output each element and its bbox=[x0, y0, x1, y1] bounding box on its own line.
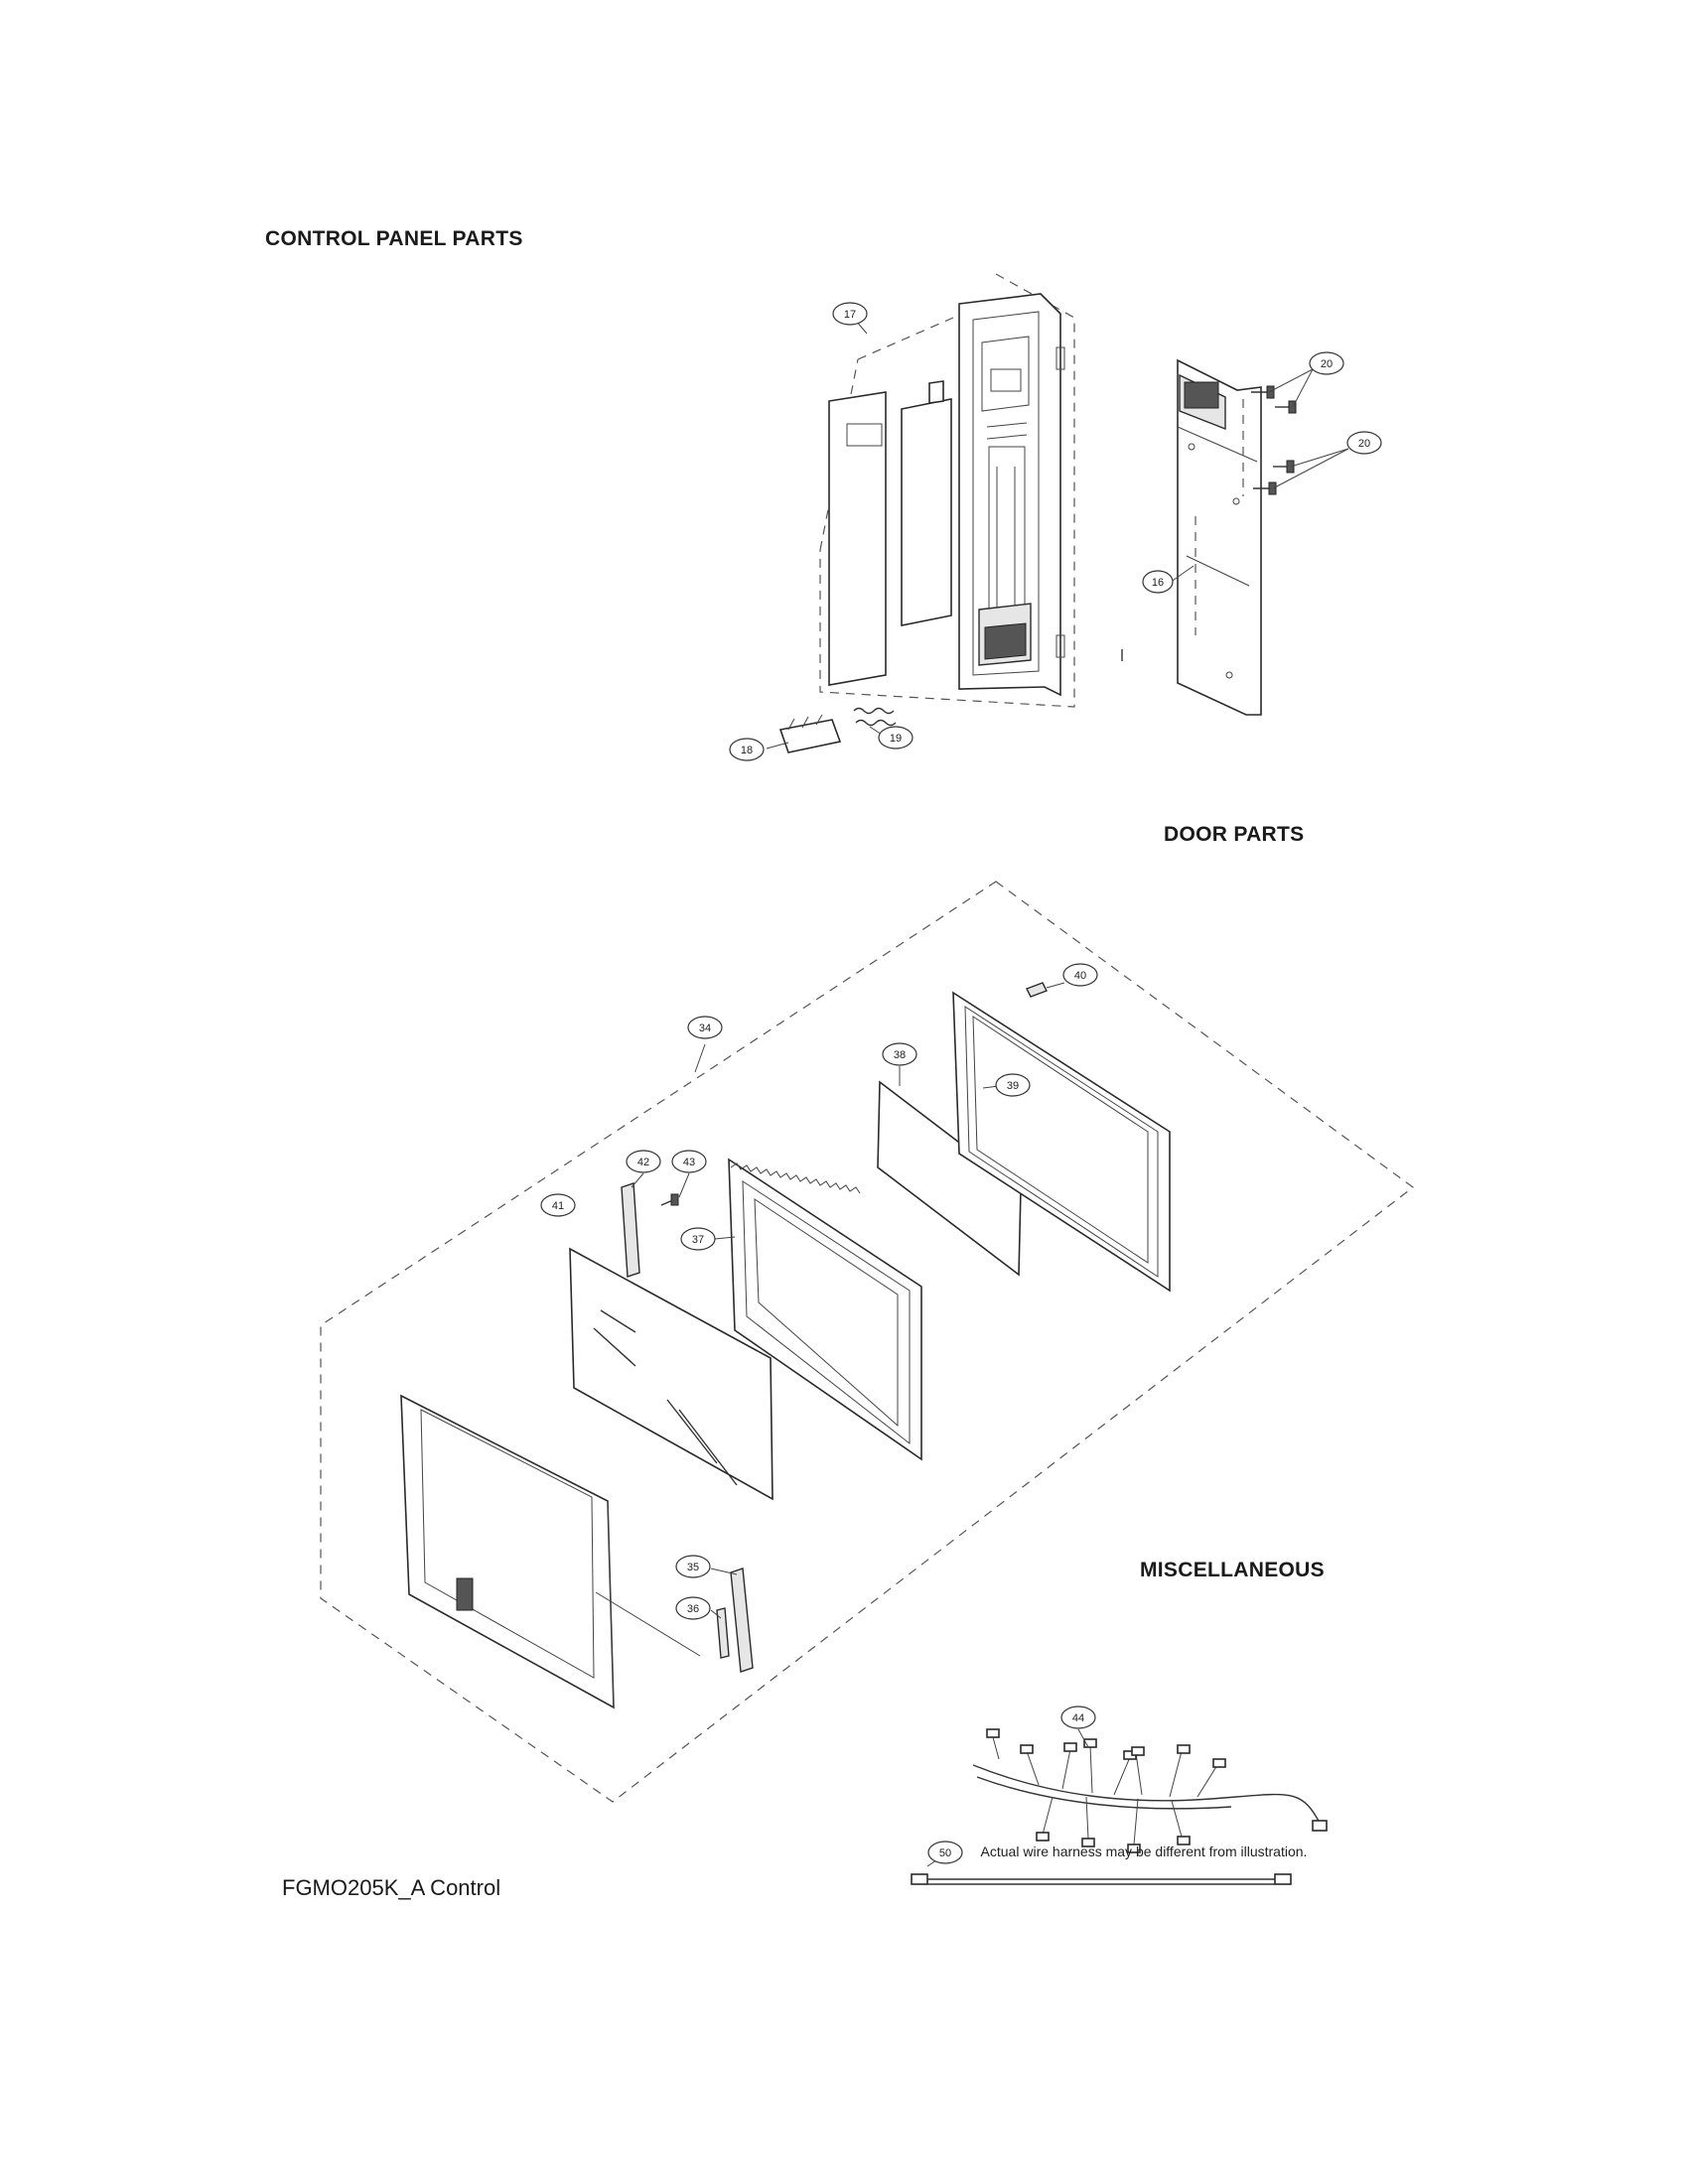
control-panel-assembly bbox=[766, 273, 1349, 753]
callout-37: 37 bbox=[680, 1227, 716, 1251]
screw-icon bbox=[1251, 385, 1297, 495]
door-glass bbox=[569, 1247, 774, 1501]
control-pcb bbox=[1177, 358, 1262, 716]
spring-icon bbox=[853, 707, 895, 715]
callout-40: 40 bbox=[1062, 963, 1098, 987]
svg-text:43: 43 bbox=[683, 1157, 695, 1168]
door-choke-frame bbox=[728, 1158, 922, 1461]
door-assembly bbox=[320, 881, 1414, 1803]
callout-16: 16 bbox=[1142, 570, 1174, 594]
svg-text:19: 19 bbox=[890, 733, 902, 745]
svg-text:37: 37 bbox=[692, 1234, 704, 1246]
callout-36: 36 bbox=[675, 1596, 711, 1620]
control-panel-frame bbox=[958, 293, 1061, 697]
callout-38: 38 bbox=[882, 1042, 917, 1066]
callout-44: 44 bbox=[1060, 1706, 1096, 1729]
svg-text:40: 40 bbox=[1074, 970, 1086, 982]
callout-43: 43 bbox=[671, 1150, 707, 1173]
svg-text:35: 35 bbox=[687, 1562, 699, 1573]
callout-18: 18 bbox=[729, 738, 765, 761]
svg-text:44: 44 bbox=[1072, 1712, 1084, 1724]
wire-harness-44 bbox=[972, 1728, 1328, 1853]
svg-text:36: 36 bbox=[687, 1603, 699, 1615]
door-open-button bbox=[778, 719, 842, 753]
screw-icon bbox=[660, 1193, 679, 1206]
callout-20: 20 bbox=[1309, 351, 1344, 375]
svg-text:17: 17 bbox=[844, 309, 856, 321]
callout-35: 35 bbox=[675, 1555, 711, 1578]
svg-text:20: 20 bbox=[1358, 438, 1370, 450]
svg-text:38: 38 bbox=[894, 1049, 906, 1061]
section-heading-door: DOOR PARTS bbox=[1164, 823, 1305, 846]
door-outer-frame bbox=[400, 1394, 615, 1709]
svg-text:41: 41 bbox=[552, 1200, 564, 1212]
callout-20: 20 bbox=[1346, 431, 1382, 455]
svg-text:50: 50 bbox=[939, 1847, 951, 1859]
svg-text:20: 20 bbox=[1321, 358, 1333, 370]
callout-17: 17 bbox=[832, 302, 868, 326]
callout-42: 42 bbox=[626, 1150, 661, 1173]
control-panel-overlay bbox=[828, 391, 887, 686]
wire-50 bbox=[911, 1857, 1292, 1885]
section-heading-miscellaneous: MISCELLANEOUS bbox=[1140, 1559, 1325, 1581]
svg-text:18: 18 bbox=[741, 745, 753, 756]
latch-bar bbox=[730, 1568, 754, 1673]
latch-hook bbox=[716, 1607, 730, 1659]
section-heading-control-panel: CONTROL PANEL PARTS bbox=[265, 227, 523, 250]
callout-41: 41 bbox=[540, 1193, 576, 1217]
door-hinge-bracket bbox=[621, 1182, 640, 1278]
callout-19: 19 bbox=[878, 726, 914, 750]
callout-34: 34 bbox=[687, 1016, 723, 1039]
callout-50: 50 bbox=[927, 1841, 963, 1864]
model-label: FGMO205K_A Control bbox=[282, 1875, 501, 1900]
svg-text:16: 16 bbox=[1152, 577, 1164, 589]
harness-note: Actual wire harness may be different fro… bbox=[981, 1843, 1308, 1859]
membrane-switch bbox=[901, 398, 952, 626]
svg-text:42: 42 bbox=[637, 1157, 649, 1168]
door-inner-panel bbox=[952, 991, 1171, 1293]
door-latch bbox=[1026, 982, 1048, 998]
svg-text:39: 39 bbox=[1007, 1080, 1019, 1092]
svg-text:34: 34 bbox=[699, 1023, 711, 1034]
callout-39: 39 bbox=[995, 1073, 1031, 1097]
brand-badge bbox=[456, 1577, 474, 1611]
